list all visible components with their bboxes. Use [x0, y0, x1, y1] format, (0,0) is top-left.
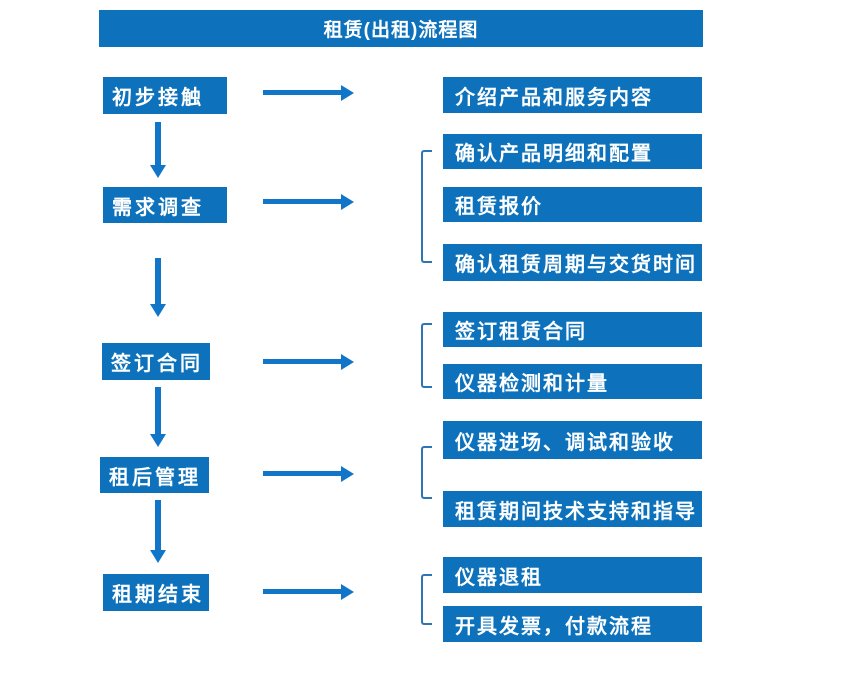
- group-bracket-sign-contract: [421, 323, 432, 388]
- group-bracket-rental-end: [421, 574, 432, 625]
- right-arrow-2: [263, 199, 341, 204]
- flowchart-title: 租赁(出租)流程图: [99, 10, 703, 47]
- step-rental-end: 租期结束: [103, 574, 209, 611]
- step-post-rental-management: 租后管理: [100, 457, 209, 493]
- down-arrow-1: [155, 122, 161, 165]
- down-arrow-3: [155, 387, 161, 434]
- detail-instrument-setup-acceptance: 仪器进场、调试和验收: [443, 421, 702, 459]
- detail-sign-rental-contract: 签订租赁合同: [443, 312, 702, 347]
- detail-tech-support: 租赁期间技术支持和指导: [443, 491, 702, 527]
- group-bracket-demand-survey: [421, 150, 432, 263]
- detail-confirm-rental-period: 确认租赁周期与交货时间: [443, 244, 702, 281]
- right-arrow-5: [263, 589, 341, 594]
- group-bracket-post-rental: [421, 446, 432, 499]
- down-arrow-2: [155, 258, 161, 304]
- step-demand-survey: 需求调查: [103, 187, 227, 223]
- detail-confirm-product-details: 确认产品明细和配置: [443, 134, 702, 169]
- down-arrow-4: [155, 500, 161, 550]
- detail-introduce-products: 介绍产品和服务内容: [443, 77, 702, 113]
- right-arrow-1: [263, 90, 341, 95]
- detail-instrument-testing: 仪器检测和计量: [443, 364, 702, 399]
- detail-rental-quotation: 租赁报价: [443, 187, 702, 222]
- step-sign-contract: 签订合同: [102, 343, 210, 380]
- detail-invoice-payment: 开具发票，付款流程: [443, 606, 702, 642]
- detail-instrument-return: 仪器退租: [443, 557, 702, 593]
- right-arrow-3: [263, 359, 341, 364]
- right-arrow-4: [263, 471, 341, 476]
- step-initial-contact: 初步接触: [103, 77, 227, 114]
